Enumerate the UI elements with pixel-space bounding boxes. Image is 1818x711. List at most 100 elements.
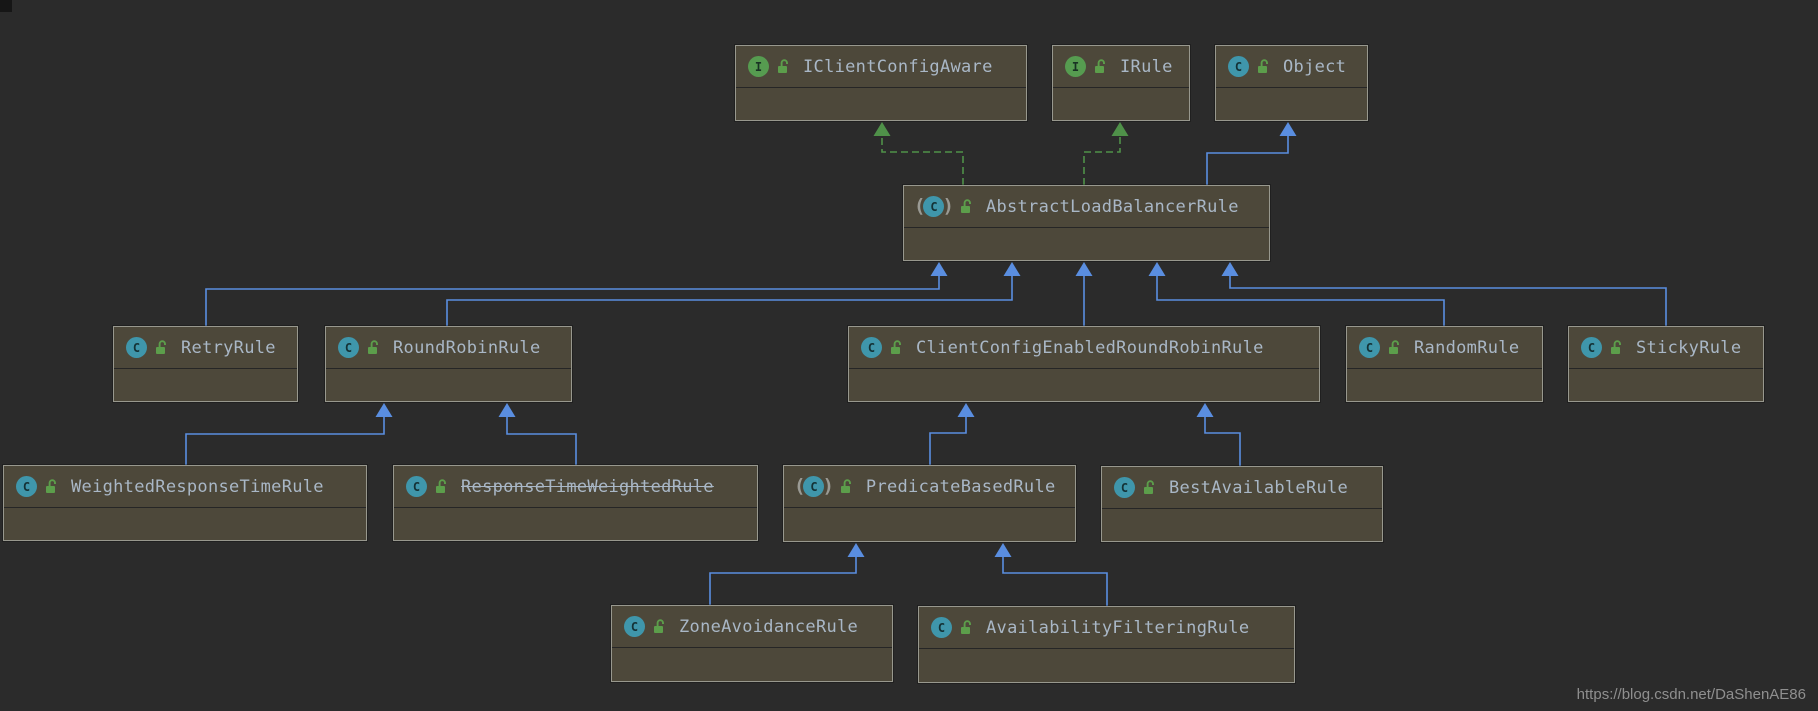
node-body xyxy=(612,648,892,681)
node-body xyxy=(849,369,1319,402)
node-header: C ZoneAvoidanceRule xyxy=(612,606,892,648)
class-name-label: ClientConfigEnabledRoundRobinRule xyxy=(916,337,1264,358)
public-lock-icon xyxy=(1609,339,1624,356)
node-header: I IClientConfigAware xyxy=(736,46,1026,88)
node-body xyxy=(4,508,366,541)
screen-corner-artifact xyxy=(0,0,12,12)
implements-edge-AbstractLoadBalancerRule-to-IClientConfigAware xyxy=(873,122,964,185)
class-name-label: RandomRule xyxy=(1414,337,1520,358)
node-header: (C) AbstractLoadBalancerRule xyxy=(904,186,1269,228)
extends-edge-BestAvailableRule-to-ClientConfigEnabledRoundRobinRule xyxy=(1196,403,1241,466)
extends-edge-ZoneAvoidanceRule-to-PredicateBasedRule xyxy=(709,543,865,605)
class-name-label: PredicateBasedRule xyxy=(865,476,1056,497)
class-icon: C xyxy=(1114,477,1135,498)
public-lock-icon xyxy=(839,478,854,495)
public-lock-icon xyxy=(154,339,169,356)
class-node-WeightedResponseTimeRule[interactable]: C WeightedResponseTimeRule xyxy=(3,465,367,541)
class-node-Object[interactable]: C Object xyxy=(1215,45,1368,121)
public-lock-icon xyxy=(1142,479,1157,496)
class-name-label: ZoneAvoidanceRule xyxy=(679,616,859,637)
node-header: C ResponseTimeWeightedRule xyxy=(394,466,757,508)
interface-icon: I xyxy=(748,56,769,77)
node-header: I IRule xyxy=(1053,46,1189,88)
class-node-RoundRobinRule[interactable]: C RoundRobinRule xyxy=(325,326,572,402)
abstract-class-icon: (C) xyxy=(794,475,834,497)
class-name-label: AvailabilityFilteringRule xyxy=(986,617,1250,638)
node-body xyxy=(326,369,571,402)
node-header: C ClientConfigEnabledRoundRobinRule xyxy=(849,327,1319,369)
implements-edge-AbstractLoadBalancerRule-to-IRule xyxy=(1083,122,1129,185)
abstract-class-icon: (C) xyxy=(914,195,954,217)
node-body xyxy=(904,228,1269,261)
class-icon: C xyxy=(126,337,147,358)
extends-edge-RoundRobinRule-to-AbstractLoadBalancerRule xyxy=(446,262,1021,326)
class-icon: C xyxy=(1359,337,1380,358)
node-body xyxy=(919,649,1294,682)
node-header: (C) PredicateBasedRule xyxy=(784,466,1075,508)
public-lock-icon xyxy=(44,478,59,495)
class-node-AbstractLoadBalancerRule[interactable]: (C) AbstractLoadBalancerRule xyxy=(903,185,1270,261)
public-lock-icon xyxy=(889,339,904,356)
class-name-label: Object xyxy=(1283,56,1347,77)
class-name-label: ResponseTimeWeightedRule xyxy=(461,476,714,497)
class-node-ClientConfigEnabledRoundRobinRule[interactable]: C ClientConfigEnabledRoundRobinRule xyxy=(848,326,1320,402)
node-body xyxy=(736,88,1026,121)
extends-edge-WeightedResponseTimeRule-to-RoundRobinRule xyxy=(185,403,393,465)
node-body xyxy=(114,369,297,402)
class-node-PredicateBasedRule[interactable]: (C) PredicateBasedRule xyxy=(783,465,1076,542)
node-header: C RoundRobinRule xyxy=(326,327,571,369)
node-body xyxy=(784,508,1075,541)
extends-edge-RandomRule-to-AbstractLoadBalancerRule xyxy=(1148,262,1445,326)
public-lock-icon xyxy=(776,58,791,75)
class-name-label: IRule xyxy=(1120,56,1173,77)
node-body xyxy=(1347,369,1542,402)
extends-edge-AvailabilityFilteringRule-to-PredicateBasedRule xyxy=(994,543,1108,606)
node-body xyxy=(1569,369,1763,402)
class-name-label: AbstractLoadBalancerRule xyxy=(985,196,1239,217)
node-body xyxy=(1102,509,1382,542)
class-icon: C xyxy=(16,476,37,497)
extends-edge-PredicateBasedRule-to-ClientConfigEnabledRoundRobinRule xyxy=(929,403,975,465)
class-node-IClientConfigAware[interactable]: I IClientConfigAware xyxy=(735,45,1027,121)
public-lock-icon xyxy=(959,198,974,215)
node-header: C RandomRule xyxy=(1347,327,1542,369)
node-header: C RetryRule xyxy=(114,327,297,369)
class-icon: C xyxy=(406,476,427,497)
extends-edge-RetryRule-to-AbstractLoadBalancerRule xyxy=(205,262,948,326)
extends-edge-AbstractLoadBalancerRule-to-Object xyxy=(1206,122,1297,185)
node-body xyxy=(394,508,757,541)
class-node-IRule[interactable]: I IRule xyxy=(1052,45,1190,121)
public-lock-icon xyxy=(1256,58,1271,75)
class-icon: C xyxy=(338,337,359,358)
node-body xyxy=(1053,88,1189,121)
node-header: C AvailabilityFilteringRule xyxy=(919,607,1294,649)
class-icon: C xyxy=(1581,337,1602,358)
node-header: C StickyRule xyxy=(1569,327,1763,369)
interface-icon: I xyxy=(1065,56,1086,77)
node-header: C WeightedResponseTimeRule xyxy=(4,466,366,508)
class-icon: C xyxy=(931,617,952,638)
node-header: C Object xyxy=(1216,46,1367,88)
class-node-RetryRule[interactable]: C RetryRule xyxy=(113,326,298,402)
node-body xyxy=(1216,88,1367,121)
watermark-url: https://blog.csdn.net/DaShenAE86 xyxy=(1576,686,1806,703)
extends-edge-ClientConfigEnabledRoundRobinRule-to-AbstractLoadBalancerRule xyxy=(1075,262,1093,326)
class-name-label: StickyRule xyxy=(1636,337,1742,358)
class-node-BestAvailableRule[interactable]: C BestAvailableRule xyxy=(1101,466,1383,542)
class-node-ZoneAvoidanceRule[interactable]: C ZoneAvoidanceRule xyxy=(611,605,893,682)
class-node-StickyRule[interactable]: C StickyRule xyxy=(1568,326,1764,402)
extends-edge-ResponseTimeWeightedRule-to-RoundRobinRule xyxy=(498,403,577,465)
class-name-label: RoundRobinRule xyxy=(393,337,541,358)
class-name-label: IClientConfigAware xyxy=(803,56,993,77)
public-lock-icon xyxy=(652,618,667,635)
public-lock-icon xyxy=(959,619,974,636)
public-lock-icon xyxy=(1387,339,1402,356)
class-node-ResponseTimeWeightedRule[interactable]: C ResponseTimeWeightedRule xyxy=(393,465,758,541)
class-node-AvailabilityFilteringRule[interactable]: C AvailabilityFilteringRule xyxy=(918,606,1295,683)
public-lock-icon xyxy=(1093,58,1108,75)
class-name-label: RetryRule xyxy=(181,337,276,358)
class-node-RandomRule[interactable]: C RandomRule xyxy=(1346,326,1543,402)
public-lock-icon xyxy=(434,478,449,495)
